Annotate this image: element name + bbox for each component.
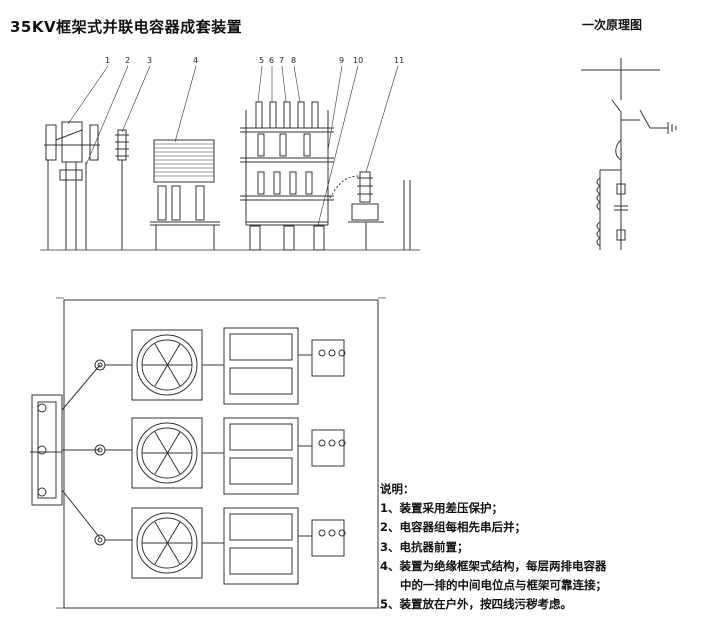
note-item: 2、电容器组每相先串后并；: [380, 520, 527, 535]
phase-b: [94, 417, 346, 495]
part-number: 4: [193, 56, 198, 65]
part-number: 5: [259, 56, 264, 65]
note-item: 3、电抗器前置；: [380, 539, 469, 554]
part-number: 7: [279, 56, 284, 65]
phase-a: [94, 327, 346, 405]
elevation-view: [40, 65, 420, 251]
part-number: 11: [394, 56, 404, 65]
phase-c: [94, 507, 346, 585]
part-number: 2: [125, 56, 130, 65]
one-line-schematic: [581, 58, 677, 250]
discharge-coil: [329, 171, 384, 250]
note-item: 4、装置为绝缘框架式结构，每层两排电容器: [380, 558, 607, 573]
part-number: 3: [147, 56, 152, 65]
insulator-bushing: [115, 129, 129, 250]
incoming-switchgear: [30, 364, 101, 539]
part-number-labels: 1 2 3 4 5 6 7 8 9 10 11: [105, 56, 404, 65]
reactor: [150, 139, 220, 250]
schematic-title: 一次原理图: [582, 18, 643, 32]
capacitor-frame: [240, 101, 334, 251]
note-item: 1、装置采用差压保护；: [380, 501, 504, 516]
part-number: 8: [291, 56, 296, 65]
plan-view: [30, 297, 386, 609]
isolating-switch: [44, 121, 100, 250]
notes-block: 说明： 1、装置采用差压保护； 2、电容器组每相先串后并； 3、电抗器前置； 4…: [380, 480, 607, 614]
note-item-continued: 中的一排的中间电位点与框架可靠连接；: [400, 578, 607, 593]
drawing-title: 35KV框架式并联电容器成套装置: [10, 18, 243, 36]
part-number: 6: [269, 56, 274, 65]
part-number: 9: [339, 56, 344, 65]
part-number: 10: [353, 56, 363, 65]
part-number: 1: [105, 56, 110, 65]
note-item: 5、装置放在户外，按四线污秽考虑。: [380, 597, 572, 612]
notes-heading: 说明：: [380, 482, 415, 496]
